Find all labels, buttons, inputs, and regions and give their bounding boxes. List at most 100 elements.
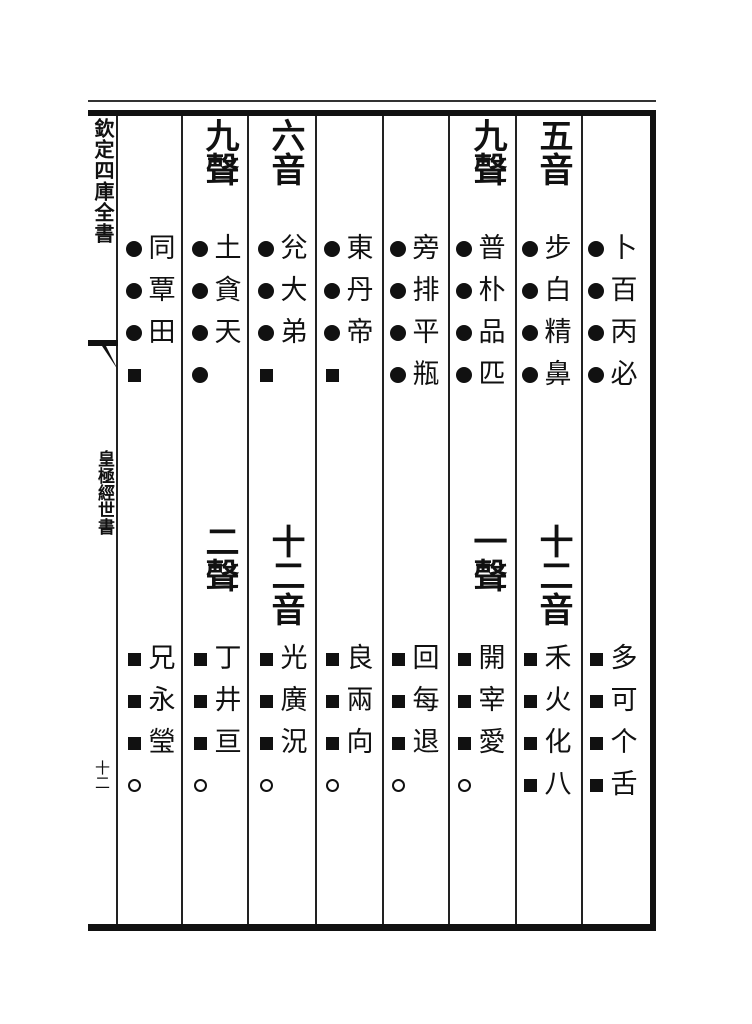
lower-cell: 兩 <box>322 680 376 722</box>
upper-cell: 帝 <box>322 312 376 354</box>
character: 田 <box>148 317 176 348</box>
upper-cell: 東 <box>322 228 376 270</box>
filled-square-icon <box>322 691 342 711</box>
filled-circle-icon <box>586 239 606 259</box>
column-rule <box>315 116 317 924</box>
character: 回 <box>412 643 440 674</box>
upper-cell: 精 <box>520 312 574 354</box>
filled-circle-icon <box>190 323 210 343</box>
filled-circle-icon <box>256 281 276 301</box>
character: 丹 <box>346 275 374 306</box>
filled-square-icon <box>322 365 342 385</box>
top-border-thin <box>88 100 656 102</box>
lower-column: 光廣況 <box>256 638 310 806</box>
character: 旁 <box>412 233 440 264</box>
upper-heading: 九聲 <box>199 118 239 186</box>
character: 舌 <box>610 769 638 800</box>
filled-square-icon <box>124 691 144 711</box>
filled-circle-icon <box>388 323 408 343</box>
lower-cell: 兄 <box>124 638 178 680</box>
filled-square-icon <box>256 691 276 711</box>
right-border <box>650 110 656 931</box>
filled-square-icon <box>586 733 606 753</box>
upper-cell: 普 <box>454 228 508 270</box>
filled-circle-icon <box>322 323 342 343</box>
upper-column: 旁排平瓶 <box>388 228 442 396</box>
fish-tail-mark-icon <box>88 340 118 370</box>
character: 土 <box>214 233 242 264</box>
filled-square-icon <box>124 649 144 669</box>
character: 多 <box>610 643 638 674</box>
top-border <box>88 110 656 116</box>
character: 步 <box>544 233 572 264</box>
character: 鼻 <box>544 359 572 390</box>
filled-square-icon <box>454 649 474 669</box>
column-rule <box>247 116 249 924</box>
filled-circle-icon <box>454 239 474 259</box>
filled-circle-icon <box>256 239 276 259</box>
upper-heading: 六音 <box>265 118 305 186</box>
character: 瓶 <box>412 359 440 390</box>
upper-cell: 土 <box>190 228 244 270</box>
column-rule <box>116 116 118 924</box>
character: 光 <box>280 643 308 674</box>
filled-circle-icon <box>388 365 408 385</box>
filled-circle-icon <box>256 323 276 343</box>
lower-cell <box>388 764 442 806</box>
upper-cell <box>256 354 310 396</box>
filled-square-icon <box>520 649 540 669</box>
upper-cell: 弟 <box>256 312 310 354</box>
lower-cell: 瑩 <box>124 722 178 764</box>
lower-heading: 二聲 <box>199 524 239 592</box>
character: 弟 <box>280 317 308 348</box>
upper-column: 同覃田 <box>124 228 178 396</box>
upper-cell: 田 <box>124 312 178 354</box>
open-circle-icon <box>454 775 474 795</box>
lower-cell: 每 <box>388 680 442 722</box>
filled-circle-icon <box>388 281 408 301</box>
lower-cell <box>256 764 310 806</box>
bottom-border <box>88 924 656 931</box>
lower-column: 開宰愛 <box>454 638 508 806</box>
filled-square-icon <box>190 649 210 669</box>
upper-cell: 丹 <box>322 270 376 312</box>
filled-square-icon <box>190 733 210 753</box>
upper-cell: 天 <box>190 312 244 354</box>
filled-square-icon <box>586 775 606 795</box>
filled-circle-icon <box>190 281 210 301</box>
filled-square-icon <box>454 691 474 711</box>
character: 瑩 <box>148 727 176 758</box>
character: 退 <box>412 727 440 758</box>
lower-cell: 多 <box>586 638 640 680</box>
character: 百 <box>610 275 638 306</box>
character: 開 <box>478 643 506 674</box>
lower-cell: 丁 <box>190 638 244 680</box>
character: 精 <box>544 317 572 348</box>
lower-cell: 況 <box>256 722 310 764</box>
upper-cell: 品 <box>454 312 508 354</box>
character: 兄 <box>148 643 176 674</box>
lower-column: 回每退 <box>388 638 442 806</box>
filled-circle-icon <box>388 239 408 259</box>
lower-cell: 井 <box>190 680 244 722</box>
upper-cell: 平 <box>388 312 442 354</box>
upper-cell: 朴 <box>454 270 508 312</box>
lower-cell: 八 <box>520 764 574 806</box>
character: 井 <box>214 685 242 716</box>
filled-circle-icon <box>520 281 540 301</box>
character: 永 <box>148 685 176 716</box>
character: 兊 <box>280 233 308 264</box>
filled-square-icon <box>124 733 144 753</box>
upper-cell: 必 <box>586 354 640 396</box>
character: 天 <box>214 317 242 348</box>
upper-cell: 排 <box>388 270 442 312</box>
character: 覃 <box>148 275 176 306</box>
lower-cell <box>190 764 244 806</box>
character: 愛 <box>478 727 506 758</box>
filled-square-icon <box>124 365 144 385</box>
character: 卜 <box>610 233 638 264</box>
lower-column: 丁井亘 <box>190 638 244 806</box>
filled-circle-icon <box>586 323 606 343</box>
lower-cell: 回 <box>388 638 442 680</box>
lower-heading: 一聲 <box>467 524 507 592</box>
